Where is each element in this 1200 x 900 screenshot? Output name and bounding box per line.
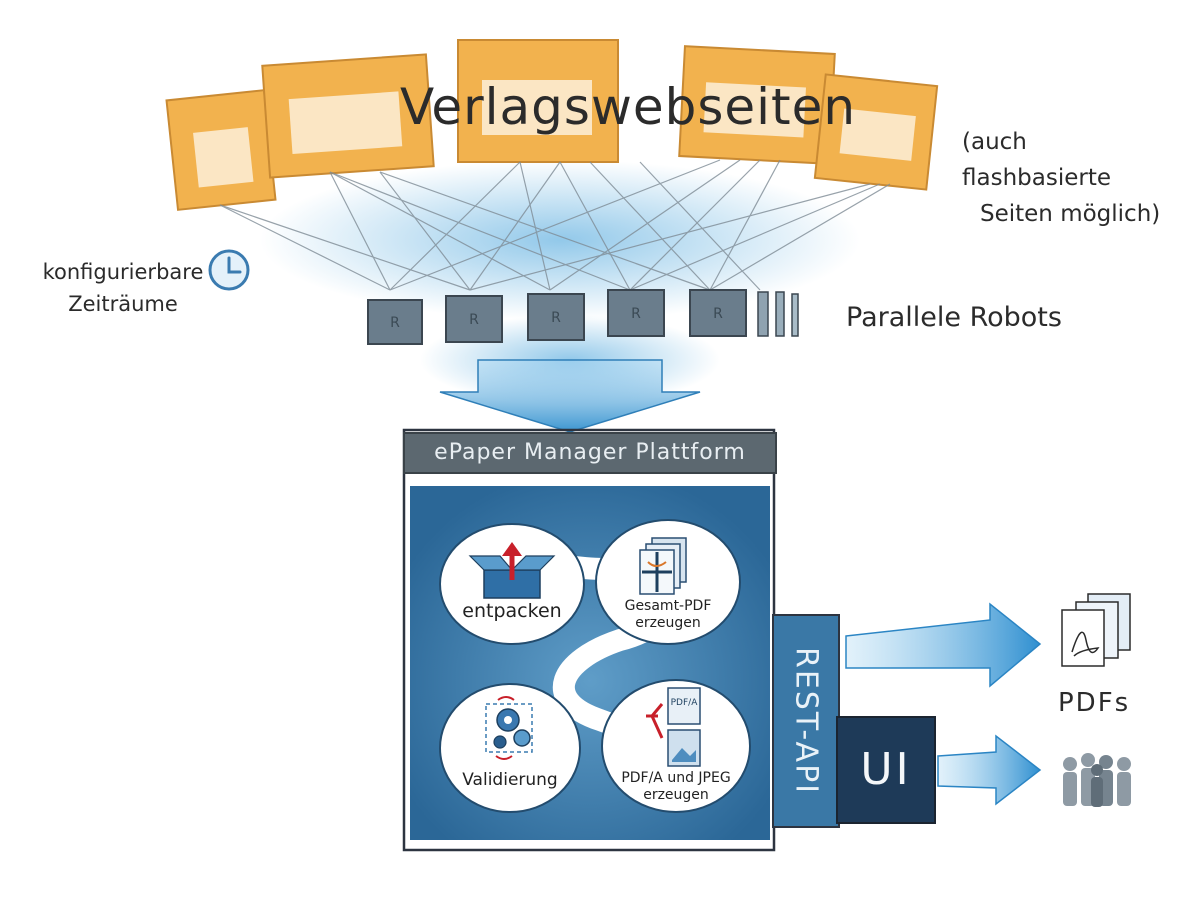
unpack-box-icon: [468, 542, 556, 599]
flash-note: (auch flashbasierte Seiten möglich): [962, 124, 1182, 232]
user-output-arrow-icon: [937, 734, 1042, 806]
robot-box: [527, 293, 585, 341]
stage-label-pdfa-line2: erzeugen: [643, 787, 709, 803]
schedule-line2: Zeiträume: [68, 292, 178, 316]
pdfa-doc-icon: [667, 687, 701, 725]
robot-box: [367, 299, 423, 345]
website-window: [165, 89, 277, 211]
flash-note-line1: (auch flashbasierte: [962, 129, 1111, 191]
pdfs-label: PDFs: [1058, 688, 1131, 718]
robot-box: [445, 295, 503, 343]
robot-box: [607, 289, 665, 337]
rest-api-label: REST-API: [788, 646, 824, 796]
stage-label-pdfa: PDF/A und JPEG erzeugen: [612, 770, 740, 804]
platform-title: ePaper Manager Plattform: [403, 432, 777, 474]
website-windows: [165, 39, 939, 211]
clock-icon: [208, 249, 250, 291]
validation-gears-icon: [485, 696, 533, 760]
stage-label-pdfa-line1: PDF/A und JPEG: [621, 770, 731, 786]
stage-label-total-pdf-line1: Gesamt-PDF: [624, 598, 712, 614]
stage-label-total-pdf-line2: erzeugen: [635, 615, 701, 631]
pdfa-doc-label: PDF/A: [670, 698, 698, 708]
robot-box-partial: [757, 291, 769, 337]
ui-block[interactable]: UI: [836, 716, 936, 824]
network-glow: [260, 160, 860, 320]
schedule-label: konfigurierbare Zeiträume: [28, 256, 218, 320]
robot-box-partial: [791, 293, 799, 337]
stage-label-total-pdf: Gesamt-PDF erzeugen: [608, 598, 728, 632]
robot-boxes: [367, 289, 799, 345]
flash-note-line2: Seiten möglich): [980, 201, 1161, 227]
robot-box-partial: [775, 291, 785, 337]
pdf-output-arrow-icon: [845, 602, 1042, 688]
robot-box: [689, 289, 747, 337]
users-group-icon: [1063, 753, 1131, 807]
pdf-documents-icon: [1061, 593, 1131, 667]
website-window: [678, 45, 836, 165]
stage-label-validate: Validierung: [462, 770, 558, 790]
pdfa-jpeg-icon: [646, 687, 701, 767]
robots-label: Parallele Robots: [846, 302, 1062, 333]
merge-pdf-icon: [639, 537, 687, 595]
diagram-title: Verlagswebseiten: [400, 78, 857, 136]
connection-web: [219, 159, 891, 291]
rest-api-block[interactable]: REST-API: [772, 614, 840, 828]
website-window: [457, 39, 619, 163]
website-window: [813, 73, 939, 191]
stage-bubble-validate: [439, 683, 581, 813]
stage-label-unpack: entpacken: [462, 600, 562, 622]
down-arrow-icon: [439, 359, 701, 433]
website-window: [261, 53, 435, 179]
schedule-line1: konfigurierbare: [42, 260, 204, 284]
